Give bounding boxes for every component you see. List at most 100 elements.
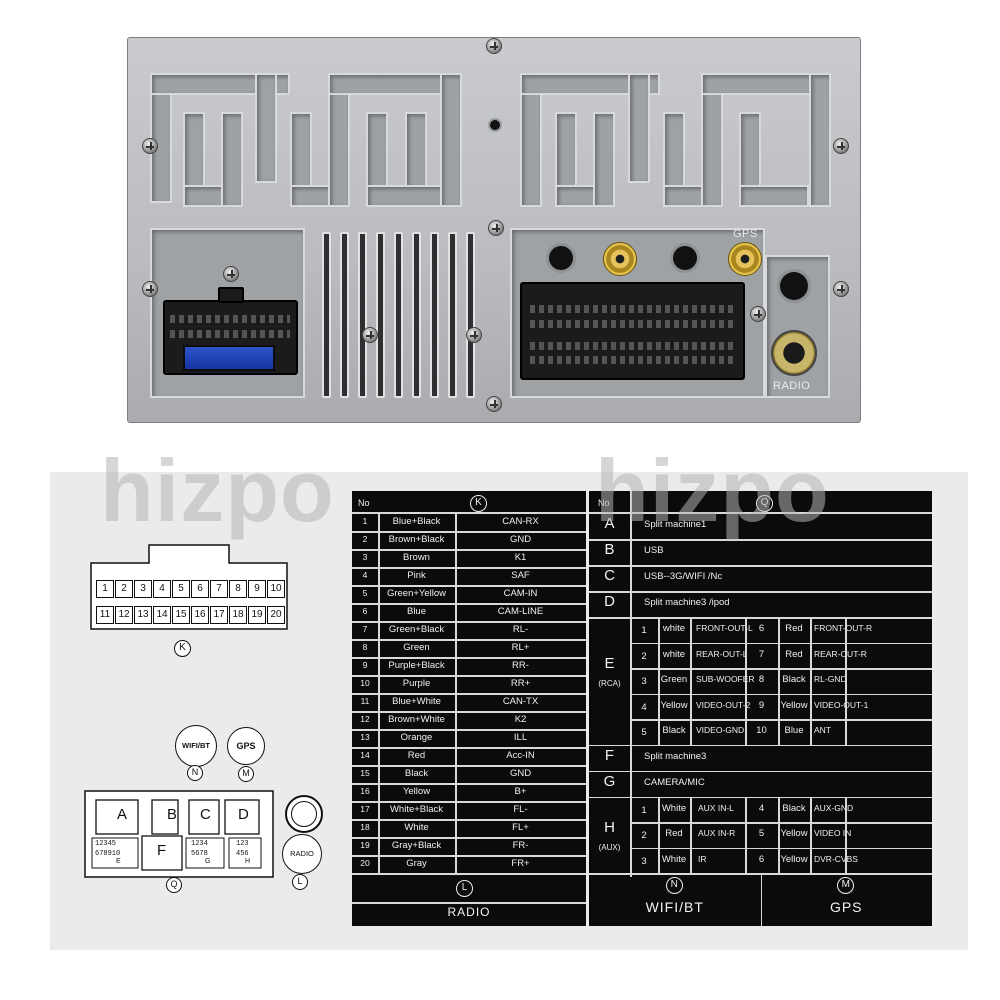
k-table-rule: [352, 675, 586, 677]
pin-row: [170, 330, 290, 338]
q-table-rule: [630, 719, 932, 721]
k-table-rule: [352, 902, 586, 904]
q-block-b: B: [167, 806, 178, 823]
k-row-color: Brown+White: [388, 714, 445, 725]
aux-pin: 5: [758, 828, 765, 839]
footer-letter: M: [837, 877, 855, 894]
heatsink-fin: [739, 185, 809, 207]
heatsink-fin: [328, 73, 448, 95]
aux-color: Yellow: [780, 853, 808, 865]
q-table-rule: [589, 744, 932, 746]
k-table-rule: [352, 639, 586, 641]
q-row-id: C: [604, 567, 615, 584]
q-table-rule: [690, 796, 692, 873]
k-row-no: 4: [362, 570, 368, 580]
k-row-function: CAN-TX: [502, 696, 539, 707]
aux-color: Black: [782, 802, 806, 814]
rca-pin: 6: [758, 623, 765, 634]
rca-function: RL-GND: [814, 674, 847, 684]
vent-slot: [394, 232, 403, 398]
q-table-rule: [589, 539, 932, 541]
rca-pin: 8: [758, 674, 765, 685]
k-row-color: Black: [404, 768, 429, 779]
rca-pin: 2: [641, 650, 647, 662]
wifi-bt-connector: WIFI/BT: [175, 725, 217, 767]
rca-pin: 4: [641, 701, 647, 713]
q-table-rule: [589, 770, 932, 772]
q-table-rule: [630, 822, 932, 824]
k-table-rule: [352, 819, 586, 821]
k-row-color: Brown+Black: [388, 534, 445, 545]
k-row-function: RL-: [512, 624, 529, 635]
footer-label: WIFI/BT: [645, 899, 704, 915]
k-table-rule: [352, 765, 586, 767]
gps-antenna-connector: [728, 242, 762, 276]
rca-pin: 1: [641, 625, 647, 636]
heatsink-fin: [405, 112, 427, 187]
aux-color: Red: [665, 828, 683, 839]
k-pin: 17: [210, 606, 228, 624]
rca-pin: 10: [756, 725, 767, 736]
k-pin: 2: [115, 580, 133, 598]
k-pin: 3: [134, 580, 152, 598]
rca-color: Red: [785, 648, 803, 660]
pin-row: [170, 315, 290, 323]
k-row-no: 15: [360, 768, 370, 778]
k-row-function: B+: [514, 786, 527, 797]
q-row-sub: (RCA): [598, 679, 621, 688]
q-header-no: No: [598, 498, 610, 508]
q-table-rule: [745, 617, 747, 745]
rca-color: white: [662, 648, 686, 660]
k-header-no: No: [358, 498, 370, 508]
screw: [223, 266, 239, 282]
rca-color: Black: [782, 674, 806, 685]
screw: [750, 306, 766, 322]
k-row-no: 10: [360, 678, 370, 688]
q-table-rule: [589, 565, 932, 567]
k-row-color: Brown: [403, 552, 430, 563]
k-table-rule: [352, 783, 586, 785]
screw: [362, 327, 378, 343]
q-table-rule: [778, 617, 780, 745]
k-row-color: Pink: [407, 570, 426, 581]
q-block-c: C: [200, 806, 211, 823]
k-table-rule: [352, 693, 586, 695]
antenna-connector: [603, 242, 637, 276]
q-pinout-table: [589, 491, 932, 926]
heatsink-fin: [366, 185, 448, 207]
k-pin: 15: [172, 606, 190, 624]
fuse: [183, 345, 275, 371]
k-row-function: FR+: [511, 858, 530, 869]
q-pins-e-bottom: 678910: [95, 850, 121, 858]
q-table-rule: [658, 617, 660, 745]
k-row-color: Purple: [402, 678, 431, 689]
q-table-rule: [630, 642, 932, 644]
q-row-text: Split machine3: [644, 750, 707, 762]
k-pin: 8: [229, 580, 247, 598]
q-row-id: A: [604, 515, 615, 532]
rca-function: FRONT-OUT-L: [696, 623, 753, 633]
q-row-id: B: [604, 541, 615, 558]
q-caption-g: G: [205, 858, 211, 865]
q-row-id: H: [604, 818, 615, 836]
rca-color: Black: [662, 725, 686, 736]
q-row-id: G: [603, 772, 616, 790]
k-table-rule: [455, 513, 457, 873]
k-row-function: SAF: [511, 570, 530, 581]
rca-color: Green: [660, 674, 688, 685]
q-table-rule: [630, 693, 932, 695]
k-row-no: 8: [362, 642, 368, 652]
rca-color: Yellow: [780, 699, 808, 711]
q-table-rule: [845, 796, 847, 873]
q-pins-e-top: 12345: [95, 840, 117, 848]
vent-slot: [322, 232, 331, 398]
k-pin: 12: [115, 606, 133, 624]
screw: [466, 327, 482, 343]
screw: [142, 281, 158, 297]
k-table-rule: [352, 747, 586, 749]
k-row-no: 12: [360, 714, 370, 724]
aux-color: White: [661, 802, 687, 814]
pin-row: [530, 305, 735, 313]
k-row-color: Gray+Black: [391, 840, 442, 851]
screw: [833, 281, 849, 297]
